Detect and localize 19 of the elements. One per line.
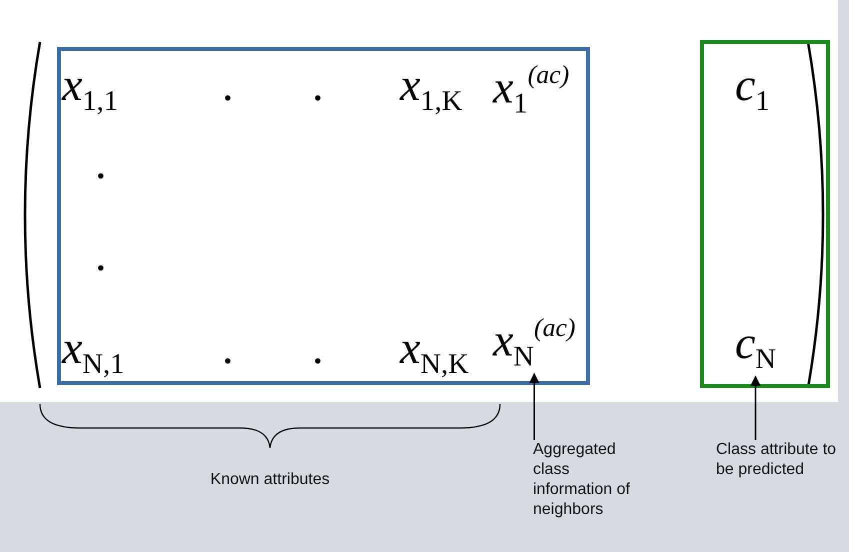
matrix-entry: c$_{N}$ [735,320,776,374]
annotation-text: Class attribute to be predicted [716,440,849,480]
matrix-entry: x$_{N,1}$ [62,325,124,380]
ellipsis-dot: . [312,62,324,108]
matrix-entry: x$_{N,K}$ [400,325,469,380]
matrix-entry: c$_{1}$ [735,62,770,116]
caption-text: Known attributes [209,470,331,490]
ellipsis-dot: . [312,325,324,371]
ellipsis-dot: . [222,325,234,371]
matrix-entry: x$_{1,K}$ [400,62,462,116]
annotation-text: Aggregated class information of neighbors [533,440,653,520]
matrix-entry: x$_{1,1}$ [62,62,118,116]
ellipsis-dot: . [95,140,106,186]
arrow [750,375,761,440]
outline-frame [700,40,830,388]
ellipsis-dot: . [222,62,234,108]
outline-frame [57,47,590,385]
ellipsis-dot: . [95,232,106,278]
arrow [529,372,540,440]
